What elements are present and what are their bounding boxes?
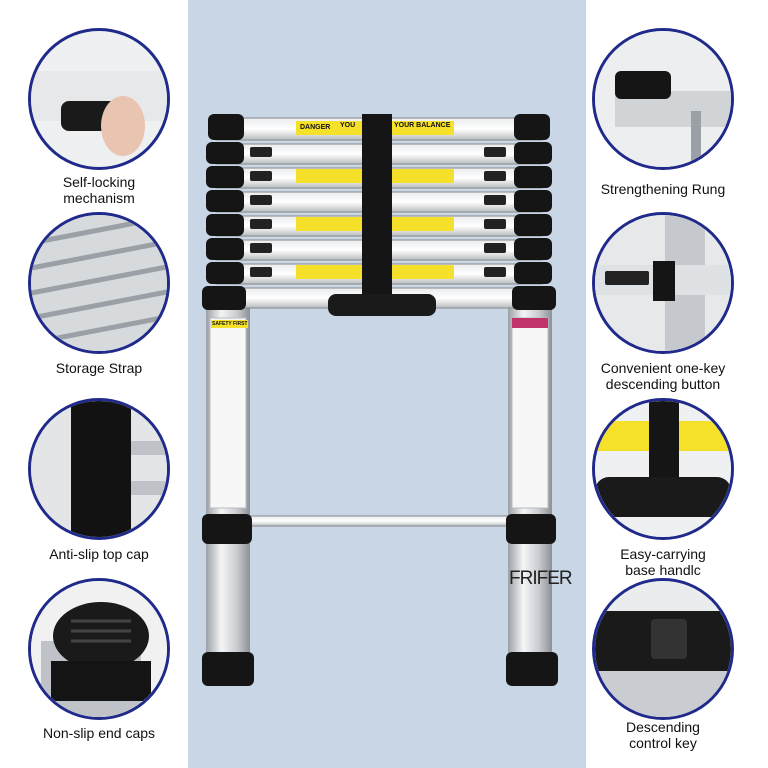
base-rung (245, 515, 513, 527)
left-tube-bottom (206, 530, 250, 660)
safety-first-label: SAFETY FIRST (211, 320, 249, 328)
self-locking-icon (31, 71, 167, 156)
left-end-cap (202, 652, 254, 686)
control-key-icon (595, 581, 731, 717)
left-safety-sticker (209, 317, 247, 509)
danger-text: DANGER (300, 124, 331, 131)
right-caps (512, 114, 556, 310)
right-tube-bottom (508, 530, 552, 660)
label-anti-slip: Anti-slip top cap (49, 546, 149, 562)
self-locking-circle (28, 28, 170, 170)
carry-handle (328, 294, 436, 316)
aluminum-ridges-icon (31, 215, 167, 351)
label-strengthening-rung: Strengthening Rung (600, 181, 726, 197)
storage-strap (362, 114, 392, 304)
storage-strap-circle (28, 212, 170, 354)
rung-icon (595, 31, 731, 167)
brand-text: FRIFER (509, 568, 573, 589)
right-end-cap (506, 652, 558, 686)
balance-text: YOUR BALANCE (394, 122, 451, 129)
handle-icon (595, 401, 731, 537)
ladder-illustration (202, 114, 558, 686)
end-cap-icon (31, 581, 167, 717)
one-key-circle (592, 212, 734, 354)
you-text: YOU (340, 122, 356, 129)
handle-circle (592, 398, 734, 540)
top-cap-icon (31, 401, 167, 537)
right-safety-sticker (511, 317, 549, 509)
end-caps-circle (28, 578, 170, 720)
label-storage-strap: Storage Strap (55, 360, 143, 376)
control-key-circle (592, 578, 734, 720)
one-key-icon (595, 215, 731, 351)
left-caps (202, 114, 246, 310)
rung-buttons (250, 147, 506, 277)
label-end-caps: Non-slip end caps (42, 725, 156, 741)
top-cap-circle (28, 398, 170, 540)
strengthening-rung-circle (592, 28, 734, 170)
